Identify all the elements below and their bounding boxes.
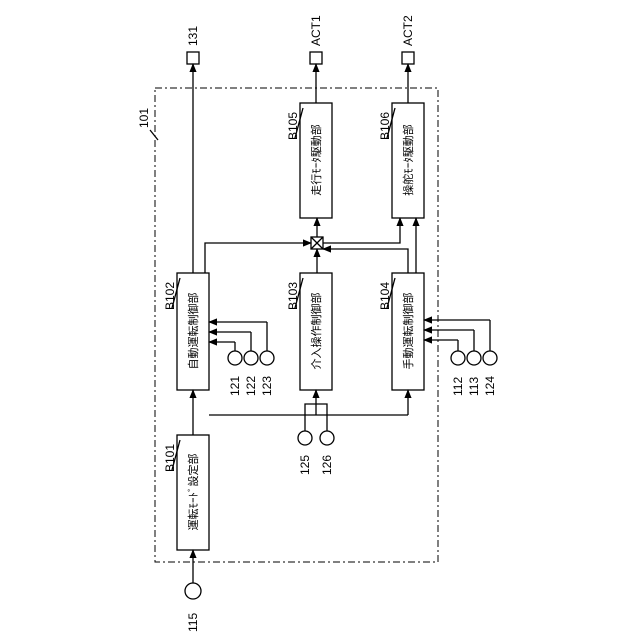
block-b101-id: B101 (163, 444, 177, 472)
output-act1-label: ACT1 (309, 15, 323, 46)
block-b101: 運転ﾓｰﾄﾞ設定部 B101 (163, 435, 209, 550)
connections (193, 64, 490, 583)
output-131-label: 131 (186, 26, 200, 46)
sensor-115-label: 115 (186, 613, 200, 632)
system-label: 101 (137, 108, 151, 128)
block-b105: 走行ﾓｰﾀ駆動部 B105 (286, 103, 332, 218)
sensor-113-label: 113 (467, 377, 481, 396)
block-b102-name: 自動運転制御部 (186, 293, 200, 370)
sensor-125-label: 125 (298, 455, 312, 475)
block-b105-id: B105 (286, 112, 300, 140)
output-act2: ACT2 (401, 15, 415, 64)
output-act2-label: ACT2 (401, 15, 415, 46)
sensor-126: 126 (320, 431, 334, 475)
block-b102-id: B102 (163, 282, 177, 310)
sensor-122: 122 (244, 351, 258, 396)
sensor-124: 124 (483, 351, 497, 396)
sensor-113: 113 (467, 351, 481, 396)
block-b104: 手動運転制御部 B104 (378, 273, 424, 390)
block-b103-name: 介入操作制御部 (309, 293, 323, 370)
sensor-122-label: 122 (244, 376, 258, 396)
sensor-112: 112 (451, 351, 465, 396)
output-act1: ACT1 (309, 15, 323, 64)
sensor-112-label: 112 (451, 377, 465, 396)
block-b105-name: 走行ﾓｰﾀ駆動部 (309, 124, 323, 196)
signal-junction (311, 237, 323, 249)
sensor-121-label: 121 (228, 376, 242, 396)
sensor-121: 121 (228, 351, 242, 396)
system-leader-line (150, 130, 158, 140)
sensor-115: 115 (185, 583, 201, 632)
block-b103-id: B103 (286, 282, 300, 310)
sensor-124-label: 124 (483, 376, 497, 396)
block-b103: 介入操作制御部 B103 (286, 273, 332, 390)
sensor-126-label: 126 (320, 455, 334, 475)
block-b106: 操舵ﾓｰﾀ駆動部 B106 (378, 103, 424, 218)
output-131: 131 (186, 26, 200, 64)
block-b101-name: 運転ﾓｰﾄﾞ設定部 (186, 454, 200, 531)
sensor-123: 123 (260, 351, 274, 396)
block-b106-name: 操舵ﾓｰﾀ駆動部 (401, 124, 415, 196)
block-b104-name: 手動運転制御部 (401, 293, 415, 370)
sensor-123-label: 123 (260, 376, 274, 396)
block-b106-id: B106 (378, 112, 392, 140)
sensor-125: 125 (298, 431, 312, 475)
block-b102: 自動運転制御部 B102 (163, 273, 209, 390)
block-b104-id: B104 (378, 282, 392, 310)
